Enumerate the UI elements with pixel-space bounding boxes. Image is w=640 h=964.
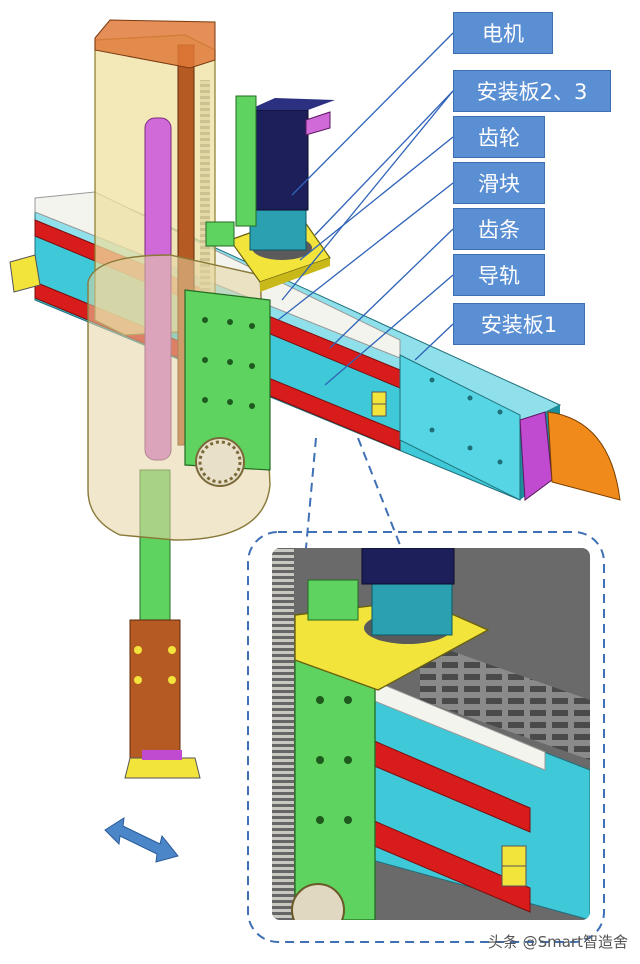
label-mounting-plates-2-3: 安装板2、3 bbox=[453, 70, 611, 112]
label-motor: 电机 bbox=[453, 12, 553, 54]
zoom-outline bbox=[247, 531, 605, 943]
motor-flange bbox=[249, 209, 307, 251]
watermark: 头条 @Smart智造舍 bbox=[487, 933, 628, 951]
zoom-connectors bbox=[305, 437, 401, 549]
label-guide-rail: 导轨 bbox=[453, 254, 545, 296]
left-bracket bbox=[9, 254, 41, 293]
zoom-detail bbox=[272, 548, 590, 920]
leader-lines bbox=[277, 32, 454, 386]
mounting-plate-1 bbox=[399, 354, 521, 501]
label-gear: 齿轮 bbox=[453, 116, 545, 158]
motor bbox=[247, 109, 309, 211]
label-mounting-plate-1: 安装板1 bbox=[453, 303, 585, 345]
motor-assembly bbox=[205, 95, 335, 292]
end-cover bbox=[547, 411, 621, 501]
label-slider: 滑块 bbox=[453, 162, 545, 204]
movement-arrow-icon bbox=[104, 817, 179, 863]
slider bbox=[184, 289, 271, 487]
label-rack: 齿条 bbox=[453, 208, 545, 250]
